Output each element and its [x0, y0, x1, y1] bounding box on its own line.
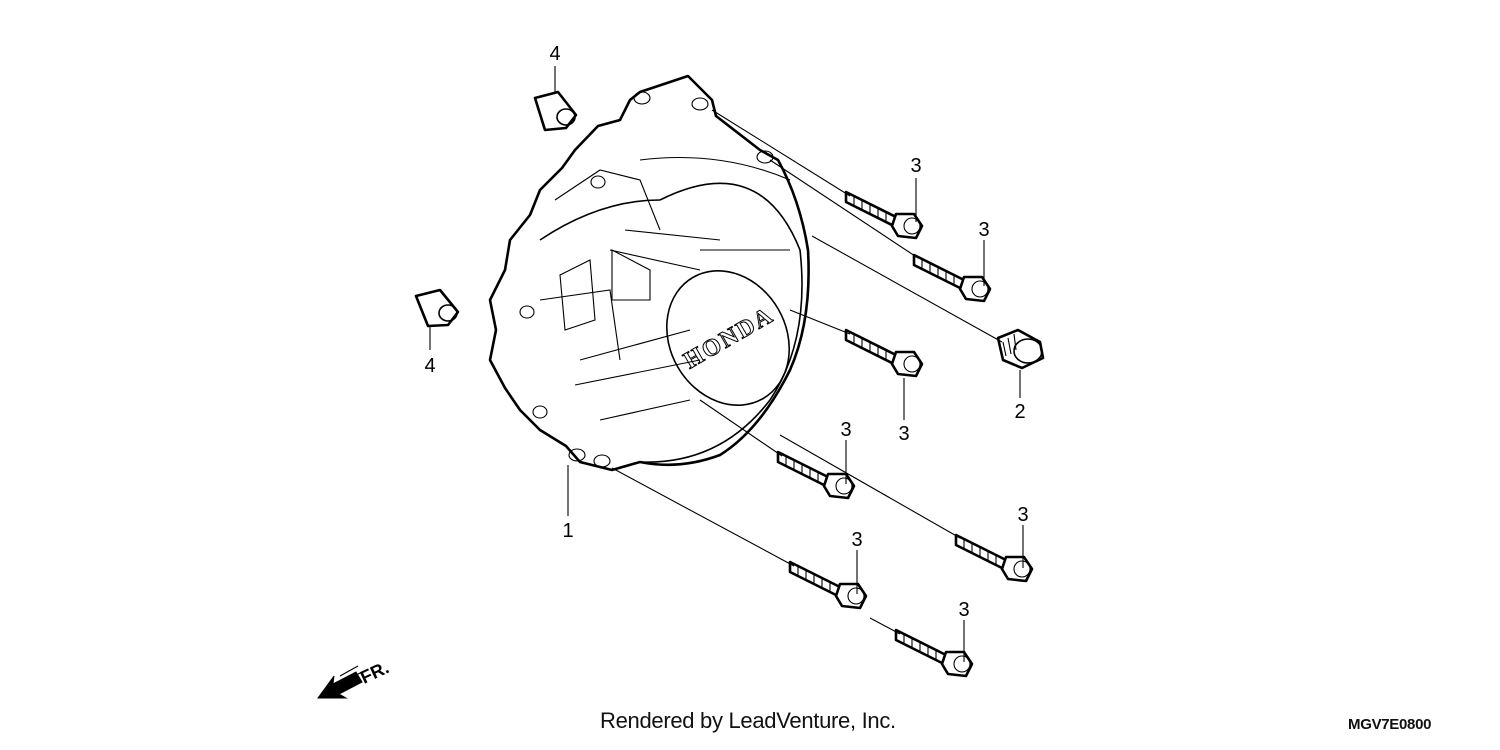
bolt-3	[844, 328, 924, 378]
callout-2: 2	[1014, 401, 1025, 423]
plug-2	[996, 328, 1045, 370]
callout-4-left: 4	[424, 355, 435, 377]
bolt-2	[912, 253, 992, 303]
render-credit: Rendered by LeadVenture, Inc.	[600, 708, 896, 733]
callout-4-top: 4	[549, 43, 560, 65]
callout-3-b: 3	[978, 219, 989, 241]
bolt-5	[954, 533, 1034, 583]
assembly-lines	[611, 109, 1003, 635]
front-direction-label: FR.	[357, 657, 392, 687]
dowel-pin-top	[533, 90, 578, 132]
leader-lines	[429, 66, 1024, 662]
callout-3-c: 3	[898, 423, 909, 445]
crankcase-cover: HONDA	[488, 74, 810, 472]
bolt-6	[788, 560, 868, 610]
callout-3-a: 3	[910, 155, 921, 177]
callout-3-d: 3	[840, 419, 851, 441]
dowel-pin-left	[414, 288, 460, 328]
front-direction-arrow: FR.	[317, 657, 392, 699]
callout-1: 1	[562, 520, 573, 542]
bolt-1	[844, 190, 924, 240]
callout-3-f: 3	[851, 529, 862, 551]
bolt-4	[776, 450, 856, 500]
drawing-code: MGV7E0800	[1348, 716, 1432, 733]
callout-3-g: 3	[958, 599, 969, 621]
bolt-7	[894, 628, 974, 678]
callout-3-e: 3	[1017, 504, 1028, 526]
